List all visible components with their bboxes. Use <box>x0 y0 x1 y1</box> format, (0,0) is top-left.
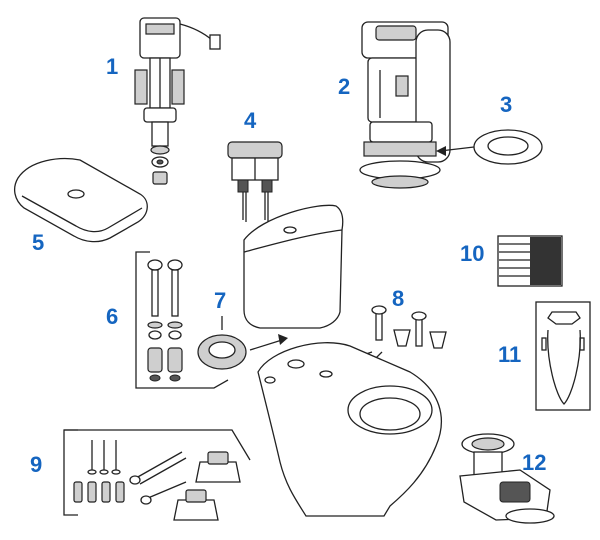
callout-6: 6 <box>106 304 119 329</box>
tank-to-bowl-gasket <box>197 316 288 370</box>
bowl-bolts <box>330 305 447 376</box>
callout-12: 12 <box>522 450 547 475</box>
template-sheet <box>535 301 591 411</box>
flush-valve <box>359 21 451 189</box>
tank-pad-strips <box>497 235 563 287</box>
callout-3: 3 <box>500 92 513 117</box>
callout-1: 1 <box>106 54 119 79</box>
callout-10: 10 <box>460 241 485 266</box>
push-button-actuator <box>227 141 283 222</box>
adapter-fitting <box>459 433 555 524</box>
callout-8: 8 <box>392 286 405 311</box>
callout-2: 2 <box>338 74 351 99</box>
floor-mounting-kit <box>63 429 251 521</box>
fill-valve <box>134 17 221 185</box>
callout-9: 9 <box>30 452 43 477</box>
flush-valve-gasket <box>436 129 543 165</box>
callout-11: 11 <box>498 342 522 367</box>
callout-5: 5 <box>32 230 45 255</box>
toilet-bowl <box>257 342 442 517</box>
callout-7: 7 <box>214 288 227 313</box>
toilet-tank <box>243 204 344 329</box>
tank-lid <box>13 157 148 243</box>
callout-4: 4 <box>244 108 257 133</box>
tank-bolt-kit <box>135 251 229 389</box>
